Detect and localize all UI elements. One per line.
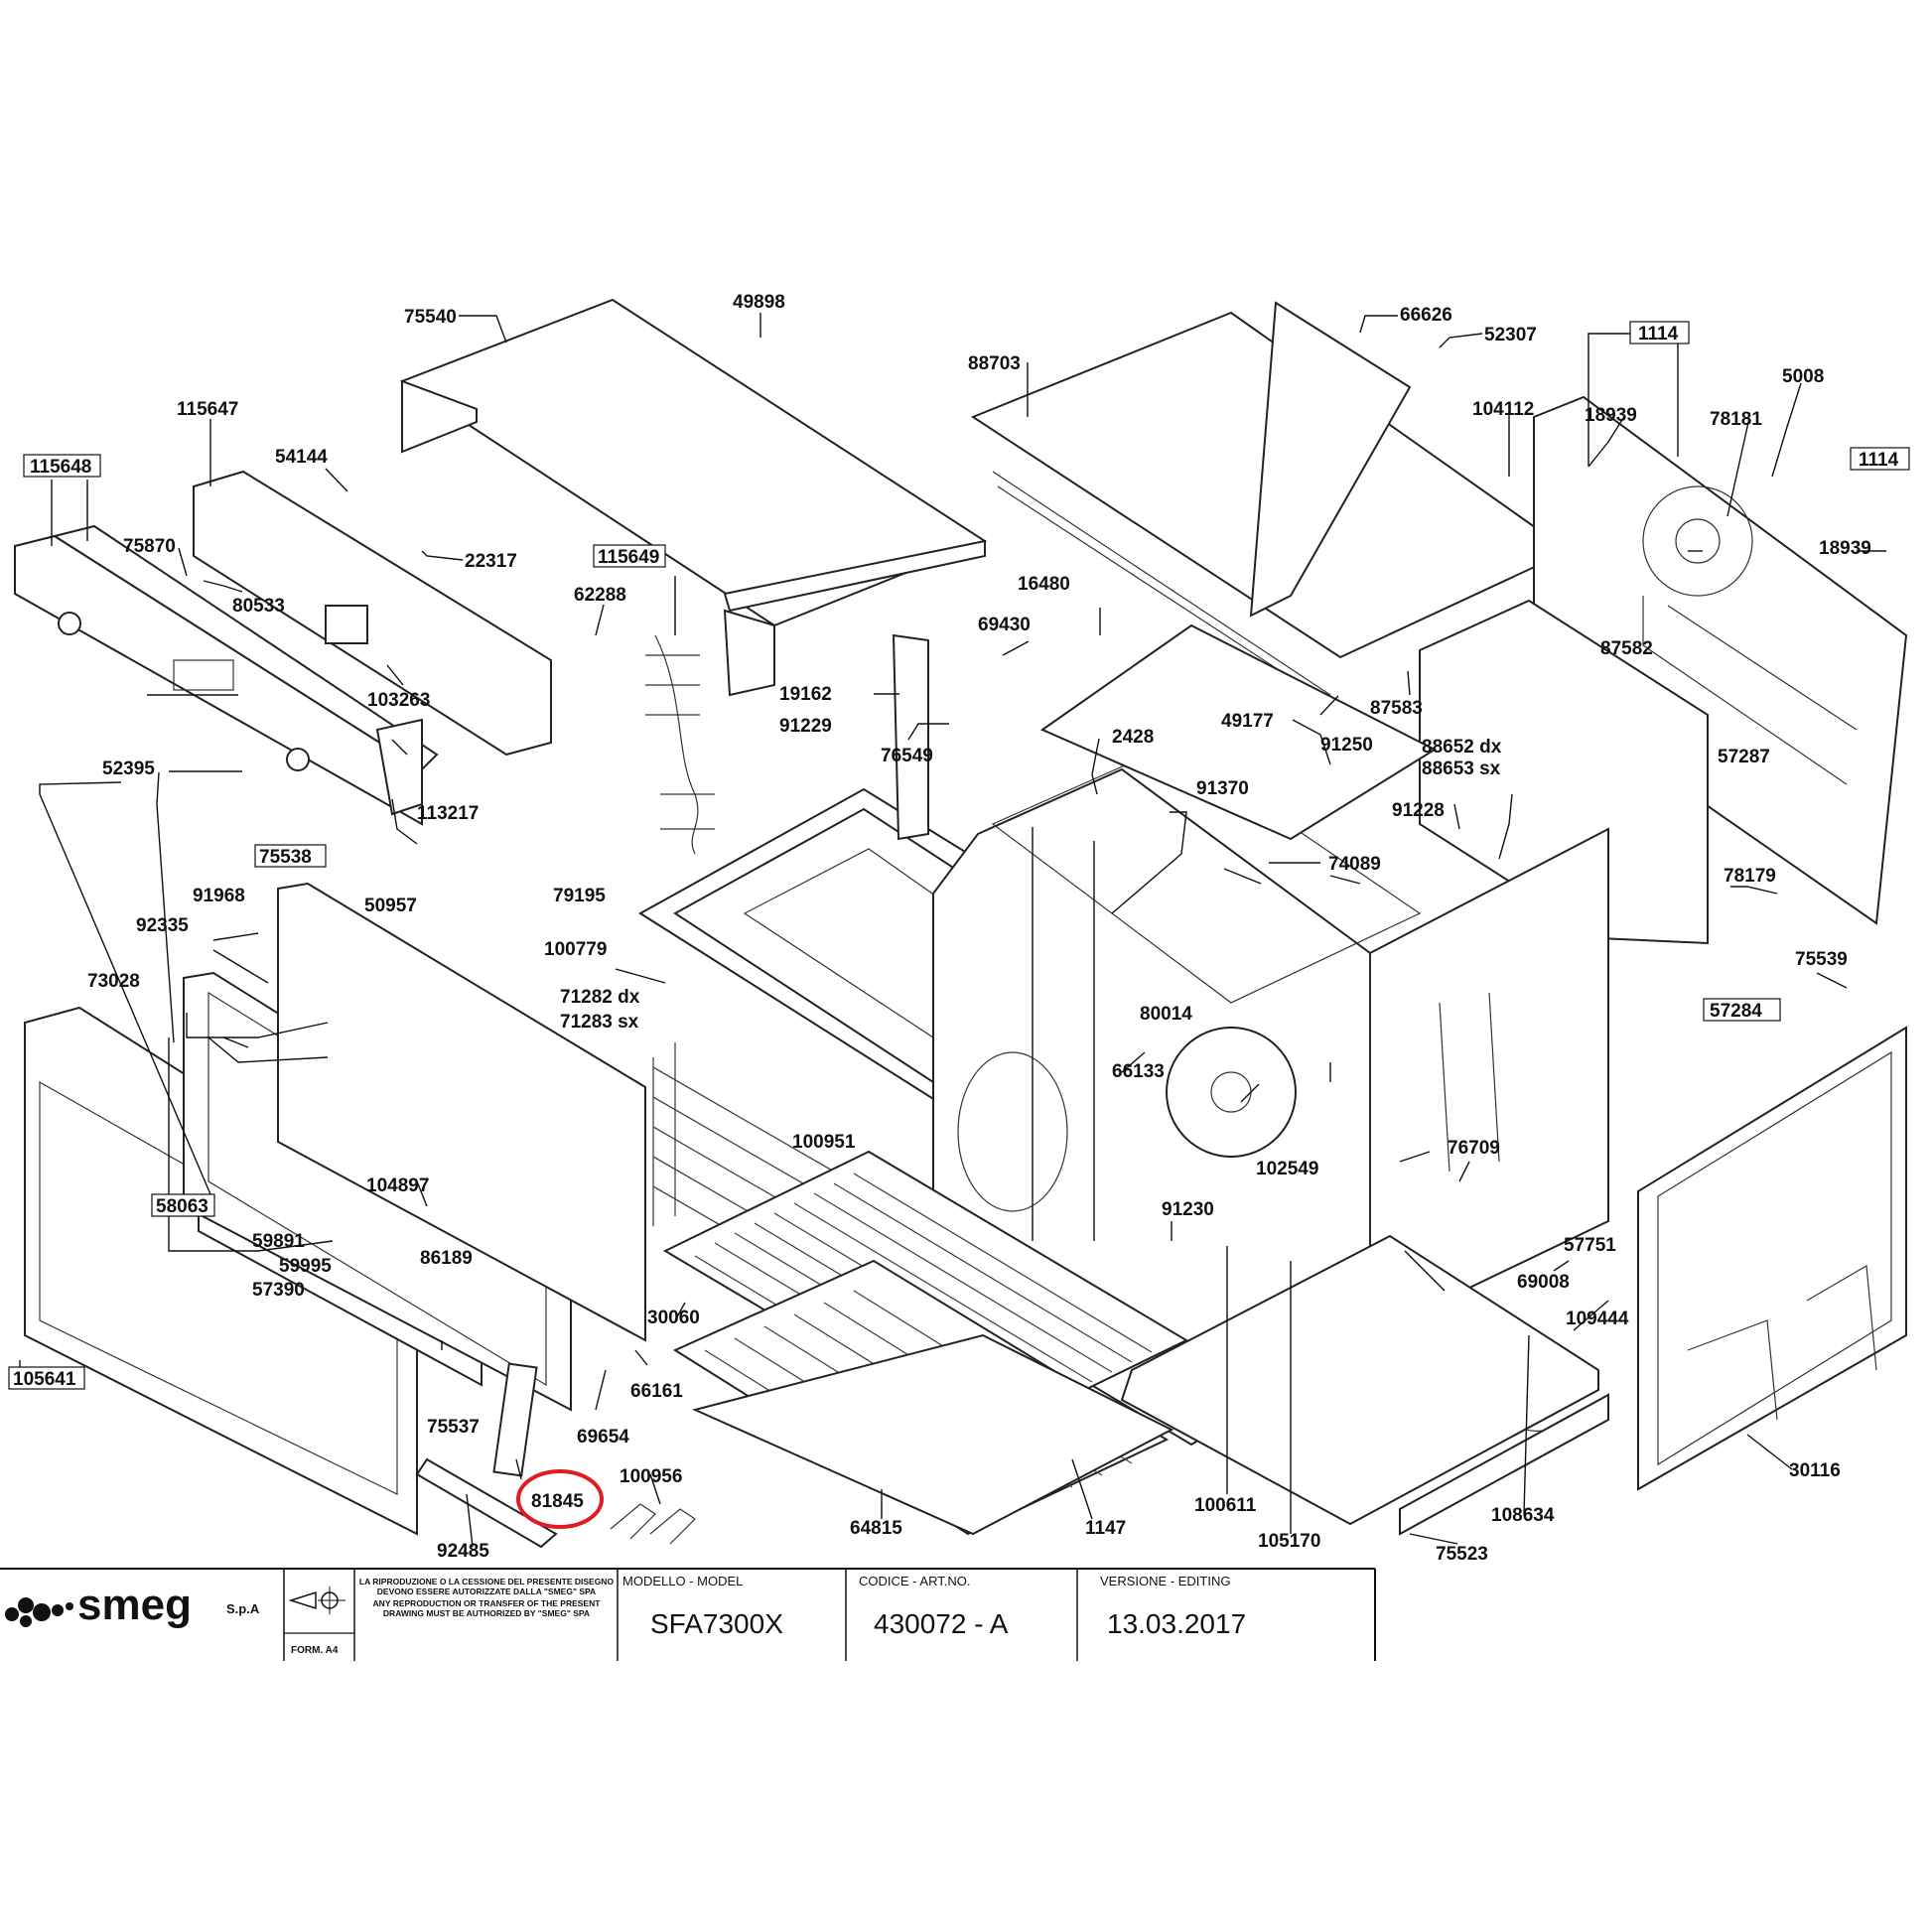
part-label[interactable]: 91228 — [1392, 800, 1445, 821]
part-label[interactable]: 64815 — [850, 1518, 902, 1539]
part-label[interactable]: 92335 — [136, 915, 189, 936]
part-label[interactable]: 76709 — [1448, 1138, 1500, 1159]
part-label[interactable]: 100779 — [544, 939, 607, 960]
part-label[interactable]: 69008 — [1517, 1272, 1570, 1293]
part-label-highlighted[interactable]: 81845 — [531, 1491, 584, 1512]
part-label[interactable]: 2428 — [1112, 727, 1154, 748]
part-label[interactable]: 78181 — [1710, 409, 1762, 430]
model-header: MODELLO - MODEL — [622, 1574, 743, 1588]
part-label-boxed[interactable]: 105641 — [13, 1369, 76, 1390]
part-label[interactable]: 57287 — [1718, 747, 1770, 767]
part-label[interactable]: 88652 dx — [1422, 737, 1502, 758]
reproduction-notice: LA RIPRODUZIONE O LA CESSIONE DEL PRESEN… — [358, 1577, 615, 1618]
part-label[interactable]: 30116 — [1789, 1460, 1841, 1481]
part-label[interactable]: 78179 — [1724, 866, 1776, 887]
part-label[interactable]: 75523 — [1436, 1544, 1488, 1565]
part-label[interactable]: 22317 — [465, 551, 517, 572]
part-label[interactable]: 87583 — [1370, 698, 1423, 719]
part-label[interactable]: 103263 — [367, 690, 430, 711]
part-label[interactable]: 105170 — [1258, 1531, 1320, 1552]
part-label[interactable]: 57390 — [252, 1280, 305, 1301]
smeg-logo: smeg S.p.A — [5, 1581, 260, 1629]
part-label[interactable]: 100611 — [1194, 1495, 1257, 1516]
part-label[interactable]: 5008 — [1782, 366, 1824, 387]
part-label[interactable]: 75539 — [1795, 949, 1848, 970]
part-label[interactable]: 49898 — [733, 292, 785, 313]
title-block: smeg S.p.A FORM. A4 LA RIPRODUZIONE O LA… — [0, 1568, 1376, 1661]
svg-text:S.p.A: S.p.A — [226, 1601, 260, 1616]
part-label[interactable]: 50957 — [364, 896, 417, 916]
part-label[interactable]: 75540 — [404, 307, 457, 328]
edit-header: VERSIONE - EDITING — [1100, 1574, 1230, 1588]
part-label-boxed[interactable]: 1114 — [1638, 324, 1679, 345]
part-label-boxed[interactable]: 58063 — [156, 1196, 208, 1217]
part-label[interactable]: 19162 — [779, 684, 832, 705]
part-label[interactable]: 66161 — [630, 1381, 683, 1402]
part-label[interactable]: 100951 — [792, 1132, 856, 1153]
part-label[interactable]: 104897 — [366, 1175, 429, 1196]
part-label[interactable]: 91250 — [1320, 735, 1373, 756]
part-label[interactable]: 69654 — [577, 1427, 629, 1448]
part-label[interactable]: 62288 — [574, 585, 626, 606]
part-label-boxed[interactable]: 1114 — [1859, 450, 1899, 471]
part-label[interactable]: 52395 — [102, 759, 155, 779]
form-label: FORM. A4 — [291, 1645, 339, 1656]
part-label[interactable]: 80014 — [1140, 1004, 1192, 1025]
projection-symbol-icon — [288, 1587, 345, 1614]
part-label[interactable]: 109444 — [1566, 1309, 1629, 1329]
part-label-boxed[interactable]: 75538 — [259, 847, 312, 868]
part-label[interactable]: 74089 — [1328, 854, 1381, 875]
part-label[interactable]: 69430 — [978, 615, 1031, 635]
part-label-boxed[interactable]: 57284 — [1710, 1001, 1762, 1022]
part-label[interactable]: 66626 — [1400, 305, 1452, 326]
part-label[interactable]: 76549 — [881, 746, 933, 766]
part-label[interactable]: 18939 — [1819, 538, 1871, 559]
part-label[interactable]: 113217 — [417, 803, 479, 824]
part-label[interactable]: 88653 sx — [1422, 759, 1501, 779]
part-label[interactable]: 80533 — [232, 596, 285, 617]
part-label[interactable]: 75537 — [427, 1417, 480, 1438]
svg-text:smeg: smeg — [77, 1581, 192, 1629]
highlight-circle — [516, 1469, 604, 1529]
part-label[interactable]: 115647 — [177, 399, 238, 420]
code-value: 430072 - A — [874, 1608, 1009, 1639]
part-label[interactable]: 104112 — [1472, 399, 1534, 420]
part-label[interactable]: 16480 — [1018, 574, 1070, 595]
part-label-boxed[interactable]: 115649 — [598, 547, 659, 568]
part-label[interactable]: 91968 — [193, 886, 245, 906]
part-label[interactable]: 102549 — [1256, 1159, 1318, 1179]
part-label[interactable]: 59891 — [252, 1231, 305, 1252]
part-labels: 75540 49898 66626 52307 1114 88703 10411… — [8, 292, 1910, 1565]
part-label[interactable]: 52307 — [1484, 325, 1537, 345]
part-label[interactable]: 88703 — [968, 353, 1021, 374]
part-label[interactable]: 86189 — [420, 1248, 473, 1269]
part-label[interactable]: 73028 — [87, 971, 140, 992]
code-header: CODICE - ART.NO. — [859, 1574, 970, 1588]
leader-lines — [19, 313, 1886, 1548]
part-label[interactable]: 54144 — [275, 447, 328, 468]
part-label[interactable]: 71283 sx — [560, 1012, 639, 1033]
part-label[interactable]: 92485 — [437, 1541, 489, 1562]
part-label[interactable]: 1147 — [1085, 1518, 1126, 1539]
part-label[interactable]: 71282 dx — [560, 987, 640, 1008]
part-label[interactable]: 91230 — [1162, 1199, 1214, 1220]
part-label[interactable]: 59995 — [279, 1256, 332, 1277]
model-value: SFA7300X — [650, 1608, 783, 1639]
part-label-boxed[interactable]: 115648 — [30, 457, 91, 478]
part-label[interactable]: 108634 — [1491, 1505, 1555, 1526]
part-label[interactable]: 49177 — [1221, 711, 1274, 732]
part-label[interactable]: 91370 — [1196, 778, 1249, 799]
part-label[interactable]: 18939 — [1585, 405, 1637, 426]
part-label[interactable]: 75870 — [123, 536, 176, 557]
parts-artwork — [14, 298, 1908, 1549]
part-label[interactable]: 79195 — [553, 886, 606, 906]
edit-value: 13.03.2017 — [1107, 1608, 1246, 1639]
part-label[interactable]: 57751 — [1564, 1235, 1616, 1256]
part-label[interactable]: 66133 — [1112, 1061, 1165, 1082]
part-label[interactable]: 100956 — [620, 1466, 682, 1487]
part-label[interactable]: 87582 — [1600, 638, 1653, 659]
part-label[interactable]: 30060 — [647, 1308, 700, 1328]
part-label[interactable]: 91229 — [779, 716, 832, 737]
